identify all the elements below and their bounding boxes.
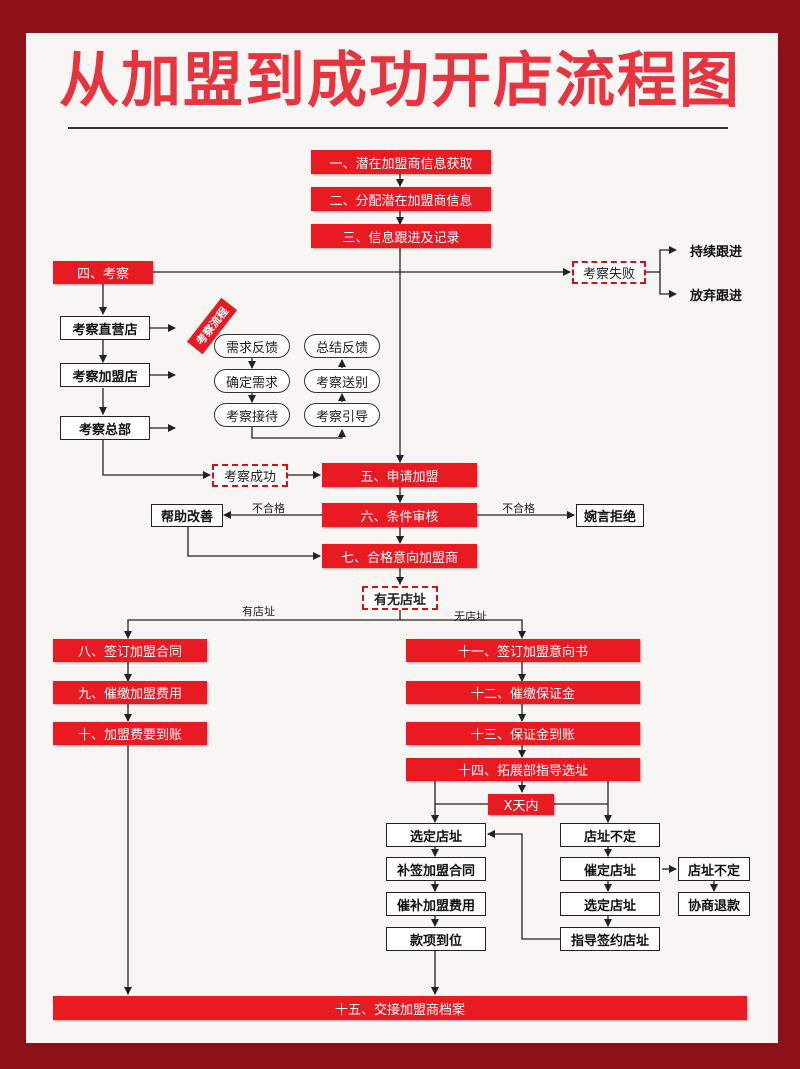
reject-box: 婉言拒绝 — [576, 504, 644, 527]
help-improve-box: 帮助改善 — [151, 504, 223, 527]
step-13: 十三、保证金到账 — [406, 722, 640, 745]
negotiate-refund-box: 协商退款 — [678, 892, 750, 916]
supplement-contract-box: 补签加盟合同 — [386, 857, 486, 881]
step-1: 一、潜在加盟商信息获取 — [311, 150, 491, 174]
step-9: 九、催缴加盟费用 — [53, 681, 207, 704]
inspect-headquarters: 考察总部 — [60, 416, 150, 440]
inspect-success: 考察成功 — [212, 464, 288, 487]
continue-follow: 持续跟进 — [689, 244, 742, 260]
step-15: 十五、交接加盟商档案 — [53, 996, 747, 1020]
connector-pill-3 — [251, 426, 346, 439]
title-divider — [68, 127, 728, 129]
inspect-direct-store: 考察直营店 — [60, 316, 150, 340]
step-5: 五、申请加盟 — [322, 463, 477, 487]
site-selected-right-box: 选定店址 — [560, 892, 660, 916]
urge-decide-box: 催定店址 — [560, 857, 660, 881]
connector-guide-selected — [487, 830, 560, 940]
page-title: 从加盟到成功开店流程图 — [59, 46, 741, 116]
connector-has-store — [124, 610, 401, 639]
site-undecided-box: 店址不定 — [560, 823, 660, 847]
guide-sign-box: 指导签约店址 — [560, 927, 660, 951]
connector-no-store — [400, 619, 526, 639]
inspect-franchise-store: 考察加盟店 — [60, 363, 150, 387]
step-6: 六、条件审核 — [322, 503, 477, 527]
pill-farewell: 考察送别 — [304, 369, 380, 393]
step-3: 三、信息跟进及记录 — [311, 224, 491, 248]
payment-arrived-box: 款项到位 — [386, 927, 486, 951]
site-undecided-right-box: 店址不定 — [678, 857, 750, 881]
step-11: 十一、签订加盟意向书 — [406, 639, 640, 662]
step-7: 七、合格意向加盟商 — [322, 544, 477, 568]
store-question: 有无店址 — [362, 586, 438, 610]
site-selected-box: 选定店址 — [386, 823, 486, 847]
x-days-badge: X天内 — [488, 794, 554, 815]
inspect-fail: 考察失败 — [572, 261, 646, 284]
pill-guidance: 考察引导 — [304, 403, 380, 427]
step-10: 十、加盟费要到账 — [53, 722, 207, 745]
no-store-label: 无店址 — [454, 610, 487, 623]
connector-fail-giveup — [659, 272, 677, 298]
connector-hq-success — [102, 440, 211, 479]
step-2: 二、分配潜在加盟商信息 — [311, 187, 491, 211]
unqualified-left-label: 不合格 — [252, 502, 285, 515]
urge-fee-box: 催补加盟费用 — [386, 892, 486, 916]
pill-demand-feedback: 需求反馈 — [214, 334, 290, 358]
step-4: 四、考察 — [53, 261, 153, 284]
has-store-label: 有店址 — [242, 605, 275, 618]
connector-help-s7 — [187, 526, 321, 560]
connector-fail-continue — [646, 246, 677, 273]
step-14: 十四、拓展部指导选址 — [406, 758, 640, 781]
pill-confirm-demand: 确定需求 — [214, 369, 290, 393]
unqualified-right-label: 不合格 — [502, 502, 535, 515]
give-up-follow: 放弃跟进 — [689, 288, 742, 304]
pill-summary-feedback: 总结反馈 — [304, 334, 380, 358]
pill-reception: 考察接待 — [214, 403, 290, 427]
step-12: 十二、催缴保证金 — [406, 681, 640, 704]
step-8: 八、签订加盟合同 — [53, 639, 207, 662]
